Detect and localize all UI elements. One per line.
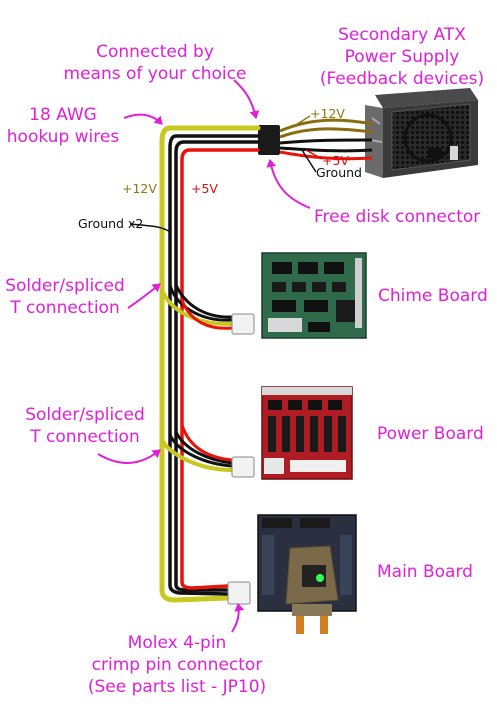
label-solder-t-2: Solder/spliced T connection (20, 404, 150, 448)
wire-label-5v-left: +5V (191, 182, 218, 196)
molex-chime (232, 314, 254, 334)
label-chime-board: Chime Board (378, 285, 488, 307)
main-board (258, 515, 356, 634)
chime-board (262, 253, 366, 338)
wire-label-12v-left: +12V (122, 182, 157, 196)
molex-main (228, 582, 250, 604)
arrow-molex (232, 604, 239, 632)
arrow-solder-1 (128, 284, 160, 308)
arrow-awg (124, 115, 162, 124)
arrow-solder-2 (98, 450, 160, 463)
label-connected-by: Connected by means of your choice (50, 41, 260, 85)
molex-power (232, 457, 254, 477)
wire-label-ground-top: Ground (316, 166, 362, 180)
free-disk-connector (258, 125, 280, 155)
label-molex: Molex 4-pin crimp pin connector (See par… (62, 632, 292, 698)
label-power-board: Power Board (377, 423, 484, 445)
branch-power (162, 425, 232, 470)
label-free-disk-connector: Free disk connector (314, 206, 480, 228)
label-awg-wires: 18 AWG hookup wires (0, 104, 126, 148)
arrow-connected-by (234, 80, 256, 118)
arrow-free-disk (270, 160, 310, 208)
label-main-board: Main Board (377, 561, 473, 583)
wire-label-12v-top: +12V (310, 107, 345, 121)
wire-label-ground-x2: Ground x2 (78, 217, 143, 231)
label-secondary-atx: Secondary ATX Power Supply (Feedback dev… (308, 24, 496, 90)
atx-power-supply (365, 88, 478, 178)
branch-chime (162, 285, 232, 328)
power-board (262, 387, 352, 479)
main-wire-harness (162, 128, 258, 600)
label-solder-t-1: Solder/spliced T connection (0, 275, 130, 319)
